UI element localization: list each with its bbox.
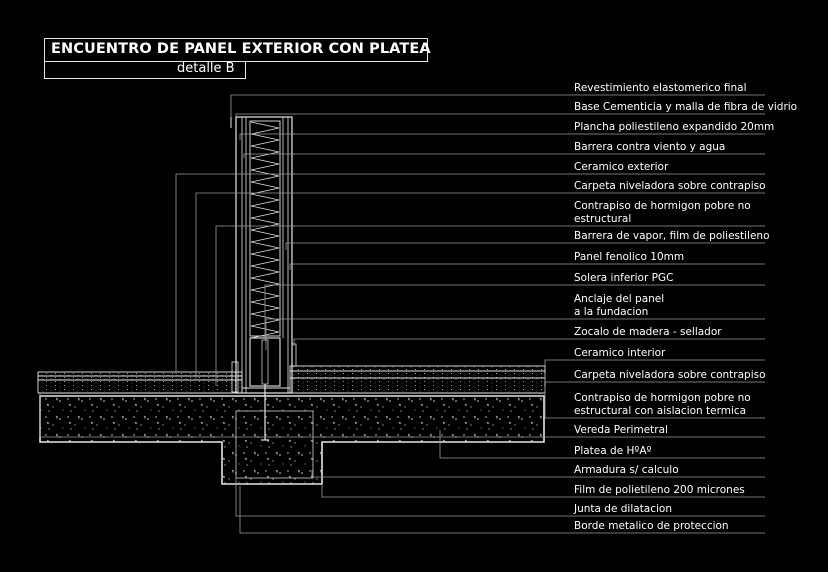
callout-zocalo: Zocalo de madera - sellador [574, 326, 722, 339]
callout-text: a la fundacion [574, 306, 649, 318]
leader-line [321, 484, 765, 498]
callout-text: estructural con aislacion termica [574, 405, 747, 417]
leader-line [311, 470, 765, 478]
leader-line [235, 113, 765, 117]
leader-lines [39, 94, 765, 534]
callout-text: Panel fenolico 10mm [574, 251, 685, 263]
callout-platea: Platea de HºAº [574, 445, 651, 458]
callout-junta: Junta de dilatacion [574, 503, 672, 516]
callout-text: Revestimiento elastomerico final [574, 82, 747, 94]
callout-text: Vereda Perimetral [574, 424, 668, 436]
leader-line [544, 359, 765, 366]
callout-text: Barrera de vapor, film de poliestileno [574, 230, 770, 242]
callout-panel-fenolico: Panel fenolico 10mm [574, 251, 684, 264]
title-box: ENCUENTRO DE PANEL EXTERIOR CON PLATEA [44, 38, 431, 62]
leader-line [544, 386, 765, 419]
callout-ceramico-exterior: Ceramico exterior [574, 161, 668, 174]
callout-text: Base Cementicia y malla de fibra de vidr… [574, 101, 798, 113]
callout-text: Junta de dilatacion [574, 503, 673, 515]
callout-text: Carpeta niveladora sobre contrapiso [574, 180, 766, 192]
callout-text: Ceramico exterior [574, 161, 669, 173]
callout-text: Barrera contra viento y agua [574, 141, 726, 153]
callout-text: estructural [574, 213, 632, 225]
leader-line [230, 94, 765, 117]
leader-line [544, 374, 765, 383]
callout-text: Platea de HºAº [574, 445, 652, 457]
leader-line [285, 242, 765, 250]
callout-vereda: Vereda Perimetral [574, 424, 668, 437]
insulation-zigzag [250, 121, 280, 339]
leader-line [243, 153, 765, 158]
callout-text: Solera inferior PGC [574, 272, 674, 284]
callout-solera-inferior: Solera inferior PGC [574, 272, 673, 285]
leader-line [265, 318, 765, 350]
floor-layers [37, 365, 546, 394]
callout-barrera-vapor: Barrera de vapor, film de poliestileno [574, 230, 770, 243]
callout-armadura: Armadura s/ calculo [574, 464, 679, 477]
callout-text: Armadura s/ calculo [574, 464, 679, 476]
leader-line [175, 173, 765, 374]
subtitle-box: detalle B [44, 61, 246, 79]
drawing-subtitle: detalle B [177, 61, 235, 76]
leader-line [289, 263, 765, 270]
callout-plancha-poliestileno: Plancha poliestileno expandido 20mm [574, 121, 774, 134]
callout-revestimiento: Revestimiento elastomerico final [574, 82, 747, 95]
leader-line [239, 486, 765, 534]
leader-line [264, 284, 765, 340]
leader-line [195, 192, 765, 378]
callout-text: Ceramico interior [574, 347, 666, 359]
callout-barrera-viento: Barrera contra viento y agua [574, 141, 725, 154]
callout-carpeta-interior: Carpeta niveladora sobre contrapiso [574, 369, 766, 382]
callout-text: Carpeta niveladora sobre contrapiso [574, 369, 766, 381]
callout-text: Anclaje del panel [574, 293, 665, 305]
callout-text: Zocalo de madera - sellador [574, 326, 722, 338]
callout-carpeta-exterior: Carpeta niveladora sobre contrapiso [574, 180, 766, 193]
callout-text: Borde metalico de proteccion [574, 520, 729, 532]
leader-line [293, 338, 765, 346]
callout-text: Film de polietileno 200 micrones [574, 484, 745, 496]
callout-ceramico-interior: Ceramico interior [574, 347, 665, 360]
leader-line [439, 430, 765, 459]
callout-borde-metalico: Borde metalico de proteccion [574, 520, 729, 533]
leader-line [39, 393, 765, 438]
leader-line [235, 478, 765, 517]
leader-line [215, 225, 765, 386]
drawing-title: ENCUENTRO DE PANEL EXTERIOR CON PLATEA [51, 41, 431, 57]
callout-text: Contrapiso de hormigon pobre no [574, 392, 751, 404]
leader-line [239, 133, 765, 140]
callout-base-cementicia: Base Cementicia y malla de fibra de vidr… [574, 101, 797, 114]
callout-text: Plancha poliestileno expandido 20mm [574, 121, 775, 133]
callout-text: Contrapiso de hormigon pobre no [574, 200, 751, 212]
callout-film-polietileno: Film de polietileno 200 micrones [574, 484, 745, 497]
platea-slab [39, 395, 545, 485]
